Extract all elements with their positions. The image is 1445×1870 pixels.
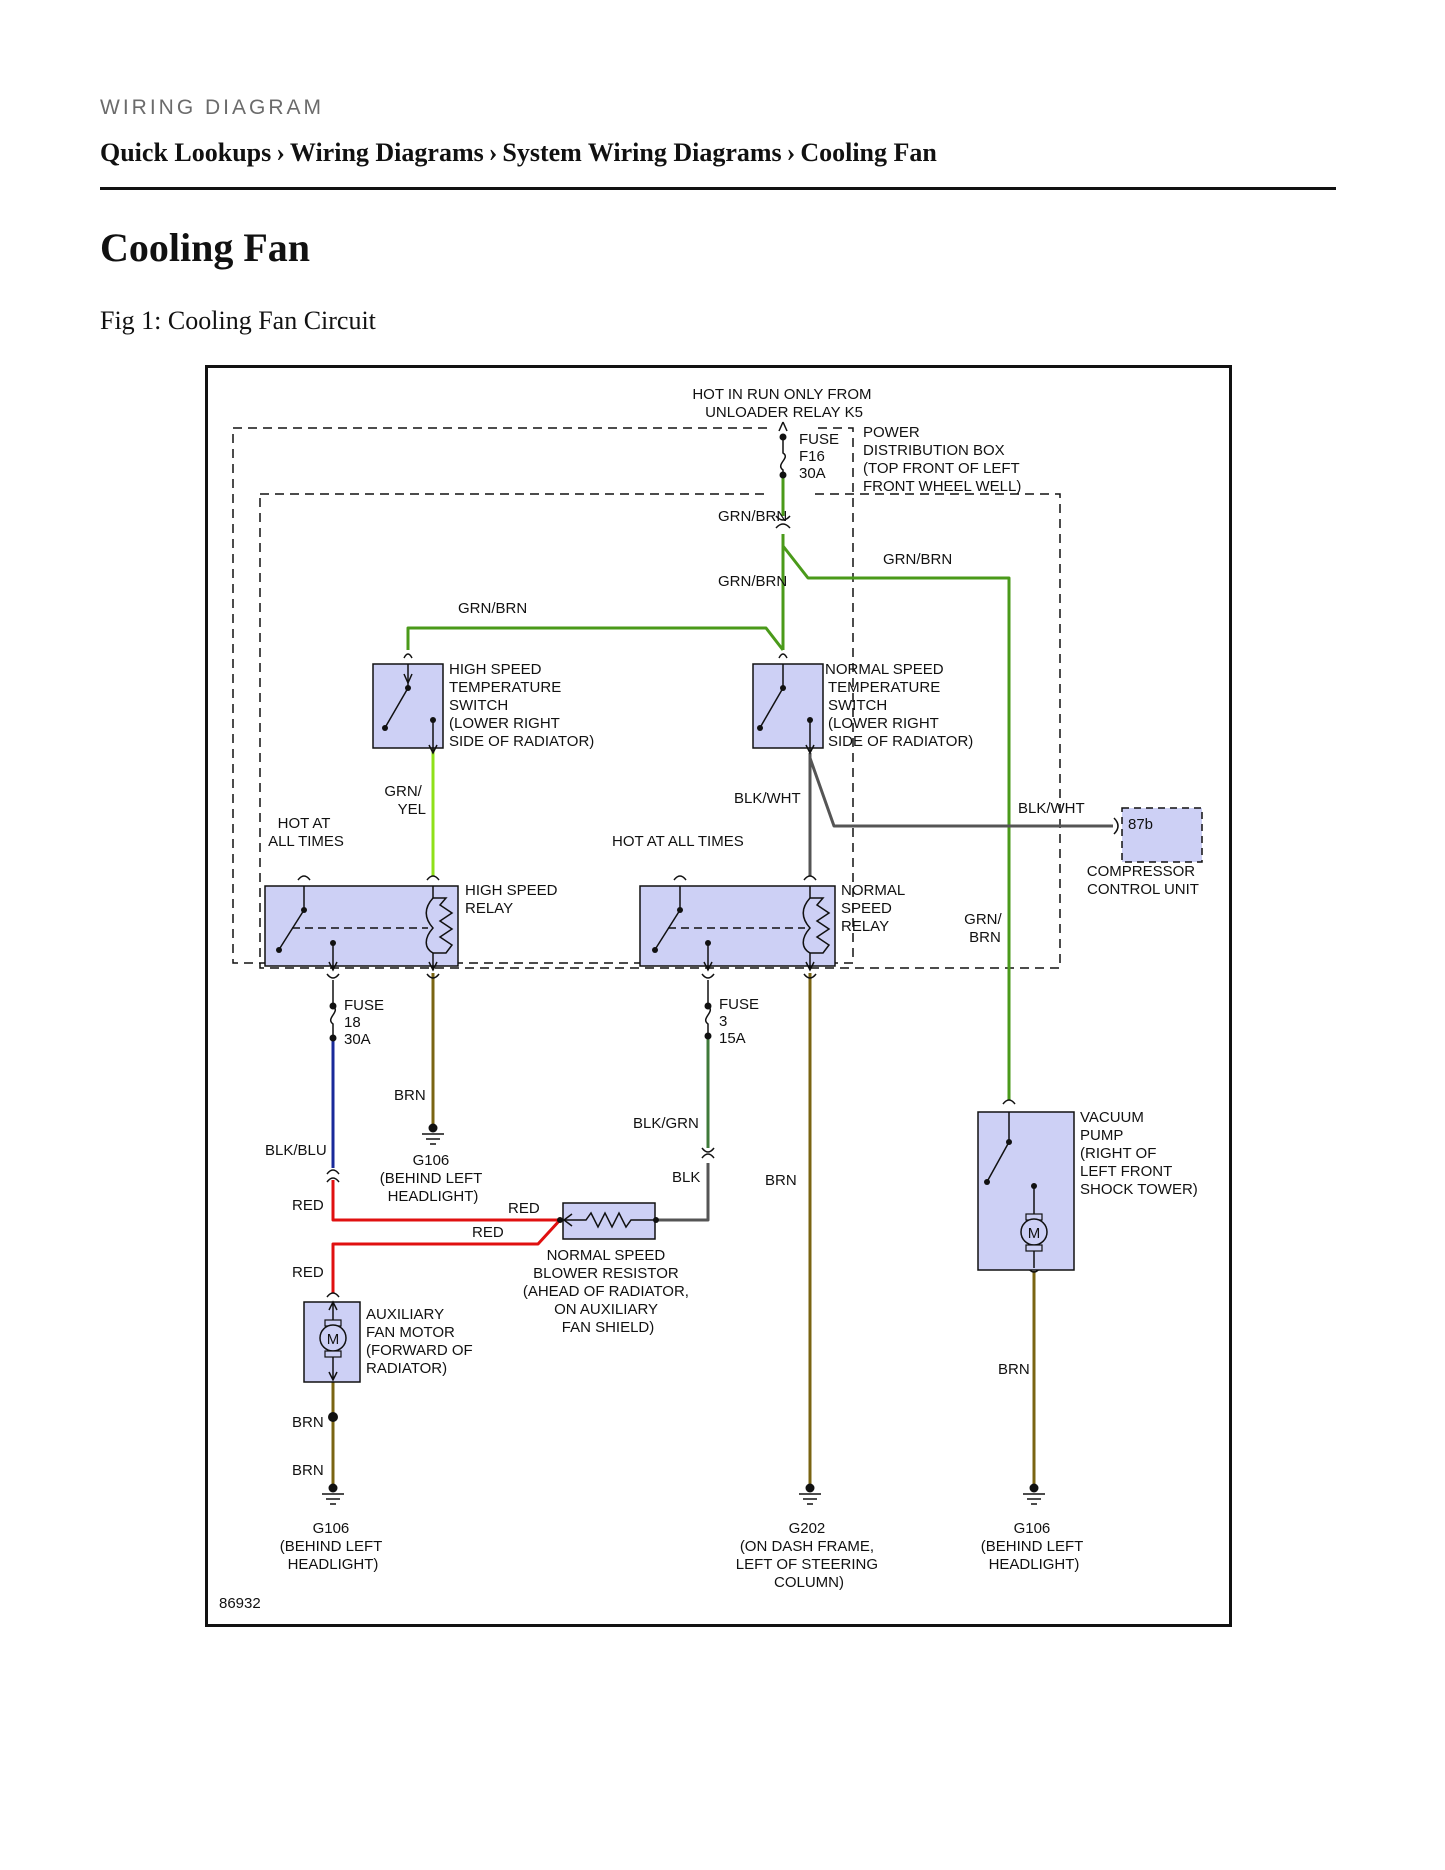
blower-resistor-label: NORMAL SPEED BLOWER RESISTOR (AHEAD OF R… [523, 1247, 693, 1336]
wire-blk-wht-compressor [808, 757, 1113, 828]
wire-label-blk-wht-1: BLK/WHT [734, 790, 801, 807]
breadcrumb-separator: › [786, 138, 796, 167]
power-distribution-box-label: POWER DISTRIBUTION BOX (TOP FRONT OF LEF… [863, 424, 1024, 495]
breadcrumb-separator: › [488, 138, 498, 167]
fuse-18 [329, 980, 337, 1042]
relay-panel-outline [259, 493, 1061, 969]
page-kicker: WIRING DIAGRAM [100, 96, 324, 119]
high-speed-switch-label: HIGH SPEED TEMPERATURE SWITCH (LOWER RIG… [449, 661, 594, 750]
hot-at-all-times-left-label: HOT AT ALL TIMES [268, 815, 344, 850]
wire-label-red-1: RED [292, 1197, 324, 1214]
ground-g202-label: G202 (ON DASH FRAME, LEFT OF STEERING CO… [736, 1520, 882, 1591]
wire-grn-brn-high-switch [406, 626, 785, 651]
fuse-3 [704, 980, 712, 1040]
figure-id: 86932 [219, 1595, 261, 1612]
ground-g106-fan-label: G106 (BEHIND LEFT HEADLIGHT) [280, 1520, 386, 1573]
aux-fan-motor-symbol: M [327, 1331, 340, 1348]
ground-symbol-g106-pump [1023, 1483, 1045, 1505]
normal-speed-switch-label: NORMAL SPEED TEMPERATURE SWITCH (LOWER R… [825, 661, 973, 750]
wire-label-blk-grn: BLK/GRN [633, 1115, 699, 1132]
wire-grn-brn-pump [781, 545, 1011, 1100]
normal-speed-relay-label: NORMAL SPEED RELAY [841, 882, 909, 935]
breadcrumb-system-wiring-diagrams[interactable]: System Wiring Diagrams [502, 138, 782, 167]
breadcrumb-wiring-diagrams[interactable]: Wiring Diagrams [289, 138, 484, 167]
wiring-diagram-canvas: M M HOT IN RUN ONLY FROM UNLOADER RELAY … [219, 386, 1203, 1612]
auxiliary-fan-motor [303, 1300, 361, 1383]
power-source-label: HOT IN RUN ONLY FROM UNLOADER RELAY K5 [692, 386, 875, 421]
hot-at-all-times-right-label: HOT AT ALL TIMES [612, 833, 744, 850]
normal-speed-temperature-switch [752, 653, 824, 755]
aux-fan-motor-label: AUXILIARY FAN MOTOR (FORWARD OF RADIATOR… [366, 1306, 477, 1377]
compressor-connector [1113, 817, 1119, 835]
fuse-f16-label: FUSE F16 30A [799, 431, 843, 482]
compressor-terminal-label: 87b [1128, 816, 1153, 833]
fuse-f16 [778, 421, 788, 479]
fuse-18-label: FUSE 18 30A [344, 997, 388, 1048]
normal-speed-blower-resistor [557, 1202, 659, 1240]
splice-point [328, 1412, 338, 1422]
ground-symbol-g106-fan [322, 1483, 344, 1505]
wire-blk [656, 1163, 710, 1222]
vacuum-pump-motor-symbol: M [1028, 1225, 1041, 1242]
high-speed-relay-label: HIGH SPEED RELAY [465, 882, 562, 917]
breadcrumb-cooling-fan[interactable]: Cooling Fan [800, 138, 937, 167]
connector-c1 [775, 515, 791, 529]
ground-symbol-g202 [799, 1483, 821, 1505]
wire-label-red-3: RED [472, 1224, 504, 1241]
wire-label-brn-fan-1: BRN [292, 1414, 324, 1431]
compressor-control-unit-label: COMPRESSOR CONTROL UNIT [1087, 863, 1200, 898]
connector-aux-fan [326, 1292, 340, 1298]
wire-red-upper [331, 1180, 560, 1222]
header-divider [100, 187, 1336, 190]
wire-label-grn-yel: GRN/ YEL [384, 783, 426, 818]
breadcrumb-separator: › [276, 138, 285, 167]
wire-red-lower [331, 1218, 562, 1293]
wire-label-grn-brn-3: GRN/BRN [883, 551, 952, 568]
wire-label-grn-brn-1: GRN/BRN [718, 508, 787, 525]
normal-speed-relay [639, 875, 836, 972]
wire-label-brn-pump: BRN [998, 1361, 1030, 1378]
wire-label-grn-brn-pump: GRN/ BRN [964, 911, 1006, 946]
relay-output-connectors [326, 973, 817, 979]
compressor-control-unit [1121, 807, 1203, 863]
wire-label-brn-fan-2: BRN [292, 1462, 324, 1479]
vacuum-pump [977, 1111, 1075, 1271]
wire-label-red-2: RED [508, 1200, 540, 1217]
wire-label-brn-normal: BRN [765, 1172, 797, 1189]
vacuum-pump-label: VACUUM PUMP (RIGHT OF LEFT FRONT SHOCK T… [1080, 1109, 1198, 1198]
breadcrumb: Quick Lookups›Wiring Diagrams›System Wir… [100, 138, 937, 168]
high-speed-relay [264, 875, 459, 972]
wire-label-blk-wht-2: BLK/WHT [1018, 800, 1085, 817]
connector-blk-grn [701, 1147, 715, 1159]
connector-vacuum-pump [1002, 1099, 1016, 1105]
page-title: Cooling Fan [100, 225, 311, 270]
wiring-diagram: M M HOT IN RUN ONLY FROM UNLOADER RELAY … [205, 365, 1232, 1627]
fuse-3-label: FUSE 3 15A [719, 996, 763, 1047]
ground-symbol-g106-relay [422, 1123, 444, 1145]
breadcrumb-quick-lookups[interactable]: Quick Lookups [100, 138, 272, 167]
wire-label-blk-blu: BLK/BLU [265, 1142, 327, 1159]
wire-label-grn-brn-2: GRN/BRN [718, 573, 787, 590]
connector-blk-blu [326, 1169, 340, 1183]
wire-label-red-4: RED [292, 1264, 324, 1281]
wire-label-grn-brn-4: GRN/BRN [458, 600, 527, 617]
power-distribution-box-outline [232, 427, 854, 964]
wire-label-blk: BLK [672, 1169, 700, 1186]
wire-label-brn-relay: BRN [394, 1087, 426, 1104]
figure-caption: Fig 1: Cooling Fan Circuit [100, 306, 376, 335]
high-speed-temperature-switch [372, 653, 444, 755]
ground-g106-pump-label: G106 (BEHIND LEFT HEADLIGHT) [981, 1520, 1087, 1573]
ground-g106-relay-label: G106 (BEHIND LEFT HEADLIGHT) [380, 1152, 486, 1205]
